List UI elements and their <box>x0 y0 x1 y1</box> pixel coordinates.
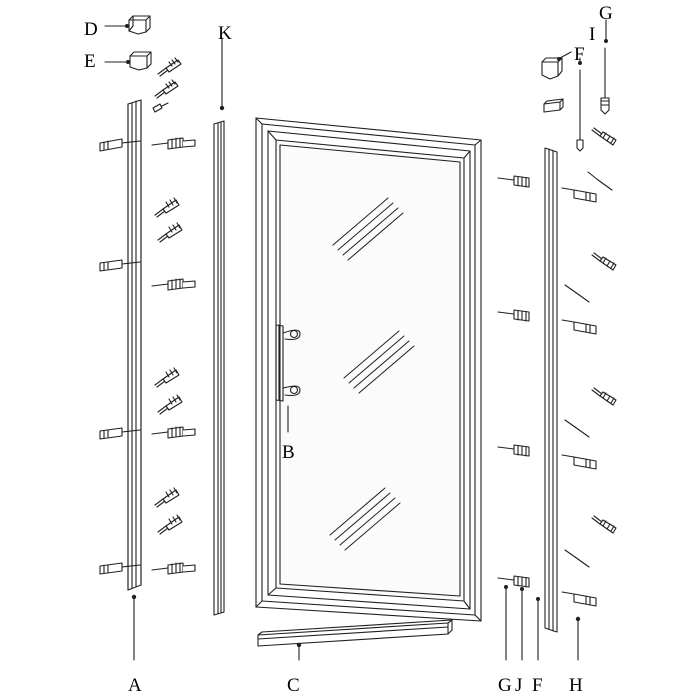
bracket-I <box>541 57 563 80</box>
fastener-left-7 <box>151 278 196 291</box>
fastener-right-4 <box>591 252 617 271</box>
fastener-left-6 <box>157 222 183 243</box>
anchor-right-4 <box>561 591 597 607</box>
label-G-top: G <box>599 3 613 24</box>
bracket-D <box>128 15 151 35</box>
fastener-right-8 <box>564 419 590 438</box>
fastener-G-top <box>600 47 610 115</box>
fastener-left-1 <box>157 57 182 77</box>
anchor-left-4 <box>99 562 141 575</box>
fastener-right-6 <box>497 309 530 322</box>
glass-highlights <box>329 197 415 551</box>
fastener-right-12 <box>497 575 530 588</box>
fastener-left-13 <box>151 562 196 575</box>
anchor-right-1 <box>561 187 597 203</box>
door-panel-group <box>255 117 482 622</box>
label-K: K <box>218 23 232 44</box>
anchor-right-3 <box>561 454 597 470</box>
label-H: H <box>569 675 583 696</box>
fastener-left-11 <box>154 487 180 508</box>
fastener-left-10 <box>151 426 196 439</box>
left-jamb-A <box>127 99 142 591</box>
label-C: C <box>287 675 300 696</box>
anchor-left-2 <box>99 259 141 272</box>
anchor-left-1 <box>99 138 141 152</box>
fastener-left-2 <box>154 79 179 99</box>
bracket-E <box>129 51 152 71</box>
label-D: D <box>84 19 98 40</box>
leader-I <box>559 51 572 59</box>
fastener-left-5 <box>154 197 180 218</box>
fastener-left-4 <box>151 137 196 150</box>
trim-K <box>213 120 225 616</box>
fastener-left-3 <box>152 102 169 113</box>
fastener-F-top <box>576 69 584 152</box>
label-E: E <box>84 51 96 72</box>
bottom-sweep-C <box>257 619 453 647</box>
label-F-bottom: F <box>532 675 543 696</box>
anchor-right-2 <box>561 319 597 335</box>
door-handle <box>275 324 301 402</box>
fastener-left-9 <box>157 394 183 415</box>
label-G-bottom: G <box>498 675 512 696</box>
label-A: A <box>128 675 142 696</box>
fastener-right-9 <box>497 444 530 457</box>
fastener-left-12 <box>157 514 183 535</box>
plate-small-right <box>543 98 564 113</box>
fastener-left-8 <box>154 367 180 388</box>
fastener-right-11 <box>564 549 590 568</box>
label-I: I <box>589 24 596 45</box>
fastener-right-2 <box>497 175 530 188</box>
label-J: J <box>515 675 523 696</box>
fastener-right-7 <box>591 387 617 406</box>
right-jamb-H <box>544 147 558 633</box>
fastener-right-3 <box>587 171 613 191</box>
anchor-left-3 <box>99 427 141 440</box>
fastener-right-1 <box>591 127 617 146</box>
label-B: B <box>282 442 295 463</box>
fastener-right-10 <box>591 515 617 534</box>
label-F-top: F <box>574 44 585 65</box>
fastener-right-5 <box>564 284 590 303</box>
